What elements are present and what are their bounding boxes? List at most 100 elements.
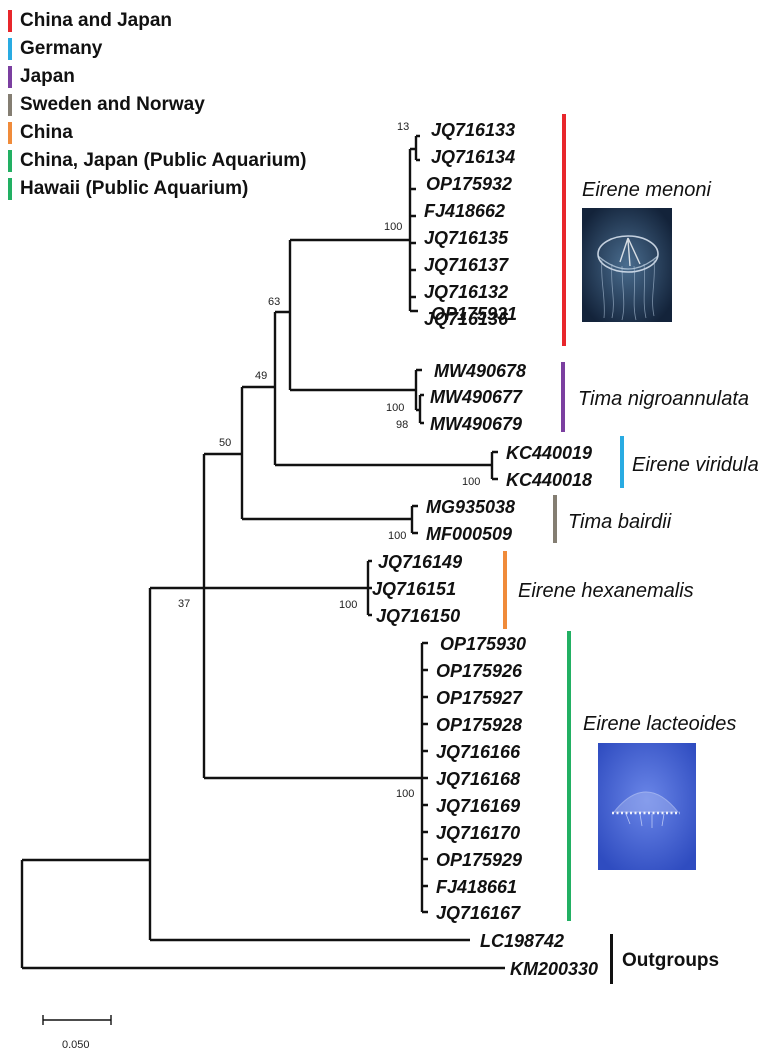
taxon-label: OP175930 — [440, 634, 526, 654]
taxa-lacteoides: OP175930 OP175926 OP175927 OP175928 JQ71… — [436, 634, 526, 923]
legend-label: Japan — [20, 66, 75, 87]
branch-node-d — [240, 385, 412, 521]
taxon-label: MW490678 — [434, 361, 526, 381]
clade-bar-viridula — [620, 436, 624, 488]
photo-background — [582, 208, 672, 322]
clade-label-menoni: Eirene menoni — [582, 179, 712, 201]
legend-swatch — [8, 150, 12, 172]
taxon-label: MG935038 — [426, 497, 515, 517]
bootstrap-value: 100 — [339, 599, 357, 611]
branch-tima-nigro — [414, 368, 424, 425]
legend-swatch — [8, 178, 12, 200]
taxon-label: JQ716150 — [376, 606, 460, 626]
clade-label-bairdii: Tima bairdii — [568, 511, 672, 533]
branch-node-c — [202, 452, 422, 780]
medusa-bell-icon — [597, 235, 659, 273]
taxon-label: JQ716133 — [431, 120, 515, 140]
branch-bairdii — [410, 504, 418, 535]
branch-root — [20, 858, 505, 970]
clade-bars — [503, 114, 624, 984]
taxon-label: OP175927 — [436, 688, 523, 708]
legend-label: China, Japan (Public Aquarium) — [20, 150, 307, 171]
bootstrap-value: 37 — [178, 598, 190, 610]
medusa-tentacles-icon — [601, 259, 655, 321]
taxon-label: JQ716170 — [436, 823, 520, 843]
taxon-label: JQ716166 — [436, 742, 521, 762]
clade-label-hexanemalis: Eirene hexanemalis — [518, 580, 694, 602]
taxon-label: OP175932 — [426, 174, 512, 194]
bootstrap-value: 100 — [384, 221, 402, 233]
legend-label: Hawaii (Public Aquarium) — [20, 178, 249, 199]
legend-label: Sweden and Norway — [20, 94, 205, 115]
taxon-label: FJ418661 — [436, 877, 517, 897]
clade-labels: Eirene menoni Tima nigroannulata Eirene … — [518, 179, 759, 971]
clade-label-viridula: Eirene viridula — [632, 454, 759, 476]
taxon-label: KC440018 — [506, 470, 592, 490]
branch-hexanemalis — [366, 559, 372, 617]
clade-bar-bairdii — [553, 495, 557, 543]
medusa-bell-icon — [612, 791, 680, 813]
legend-label: China and Japan — [20, 10, 173, 31]
bootstrap-value: 63 — [268, 296, 280, 308]
taxon-label: KM200330 — [510, 959, 598, 979]
tree-branches — [20, 134, 505, 970]
taxon-label: JQ716167 — [436, 903, 521, 923]
taxon-label: JQ716169 — [436, 796, 520, 816]
eirene-lacteoides-photo — [598, 743, 696, 870]
clade-label-tima-nigro: Tima nigroannulata — [578, 388, 749, 410]
branch-lacteoides — [420, 641, 428, 914]
clade-label-outgroups: Outgroups — [622, 950, 719, 971]
taxon-label: JQ716135 — [424, 228, 509, 248]
bootstrap-value: 100 — [388, 530, 406, 542]
bootstrap-value: 100 — [462, 476, 480, 488]
bootstrap-value: 100 — [396, 788, 414, 800]
clade-bar-hexanemalis — [503, 551, 507, 629]
medusa-rim-icon — [597, 255, 659, 270]
taxon-label: JQ716168 — [436, 769, 520, 789]
clade-bar-menoni — [562, 114, 566, 346]
taxon-label: JQ716132 — [424, 282, 508, 302]
bootstrap-value: 49 — [255, 370, 267, 382]
taxon-label: LC198742 — [480, 931, 564, 951]
taxon-label: MW490679 — [430, 414, 522, 434]
taxa-viridula: KC440019 KC440018 — [506, 443, 592, 490]
branch-node-f — [288, 238, 416, 392]
bootstrap-value: 13 — [397, 121, 409, 133]
taxon-label: MF000509 — [426, 524, 512, 544]
legend-swatch — [8, 38, 12, 60]
scale-bar: 0.050 — [42, 1015, 112, 1051]
legend-swatch — [8, 10, 12, 32]
taxa-menoni: JQ716133 JQ716134 OP175932 FJ418662 JQ71… — [424, 120, 517, 329]
taxon-label: OP175928 — [436, 715, 522, 735]
legend-label: Germany — [20, 38, 103, 59]
bootstrap-value: 98 — [396, 419, 408, 431]
taxon-label: JQ716151 — [372, 579, 456, 599]
taxon-label: OP175931 — [431, 304, 517, 324]
clade-bar-lacteoides — [567, 631, 571, 921]
clade-label-lacteoides: Eirene lacteoides — [583, 713, 736, 735]
photo-background — [598, 743, 696, 870]
taxa-bairdii: MG935038 MF000509 — [426, 497, 515, 544]
taxon-label: JQ716136 — [424, 309, 509, 329]
taxon-label: JQ716137 — [424, 255, 509, 275]
legend-swatch — [8, 94, 12, 116]
taxa-outgroups: LC198742 KM200330 — [480, 931, 598, 979]
taxa-hexanemalis: JQ716149 JQ716151 JQ716150 — [372, 552, 462, 626]
scale-bar-label: 0.050 — [62, 1039, 90, 1051]
legend-swatch — [8, 122, 12, 144]
branch-viridula — [490, 450, 498, 481]
taxon-label: KC440019 — [506, 443, 592, 463]
clade-bar-tima-nigro — [561, 362, 565, 432]
taxon-label: MW490677 — [430, 387, 523, 407]
medusa-tentacles-icon — [625, 813, 665, 828]
legend-swatch — [8, 66, 12, 88]
branch-node-b — [148, 586, 470, 942]
medusa-manubrium-icon — [619, 237, 641, 267]
bootstrap-value: 100 — [386, 402, 404, 414]
legend-label: China — [20, 122, 73, 143]
bootstrap-values: 13 100 63 49 50 37 100 98 100 100 100 10… — [178, 121, 480, 800]
clade-bar-outgroups — [610, 934, 613, 984]
bootstrap-value: 50 — [219, 437, 231, 449]
branch-node-e — [273, 310, 492, 467]
